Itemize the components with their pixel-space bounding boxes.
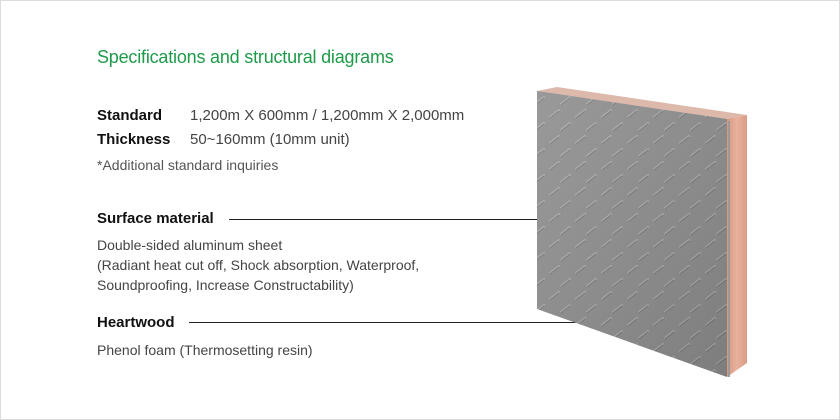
panel-face-shading [537,91,727,377]
spec-value: 50~160mm (10mm unit) [190,131,350,148]
panel-top-edge [537,87,747,119]
surface-leader-line [229,219,617,220]
insulation-panel-illustration [537,87,747,377]
surface-line: Soundproofing, Increase Constructability… [97,277,354,293]
surface-line: Double-sided aluminum sheet [97,237,283,253]
heartwood-line: Phenol foam (Thermosetting resin) [97,342,313,358]
surface-material-label: Surface material [97,210,214,227]
surface-description: Double-sided aluminum sheet (Radiant hea… [97,235,419,295]
spec-label: Standard [97,107,163,124]
heartwood-label: Heartwood [97,314,175,331]
spec-label: Thickness [97,131,171,148]
heartwood-leader-line [189,322,735,323]
panel-foam-side [727,115,747,377]
section-heading: Specifications and structural diagrams [97,47,394,67]
spec-row-standard: Standard 1,200m X 600mm / 1,200mm X 2,000… [97,107,464,124]
heartwood-description: Phenol foam (Thermosetting resin) [97,340,313,360]
inquiry-note: *Additional standard inquiries [97,157,279,173]
spec-value: 1,200m X 600mm / 1,200mm X 2,000mm [190,107,465,124]
surface-line: (Radiant heat cut off, Shock absorption,… [97,257,420,273]
spec-row-thickness: Thickness 50~160mm (10mm unit) [97,131,350,148]
